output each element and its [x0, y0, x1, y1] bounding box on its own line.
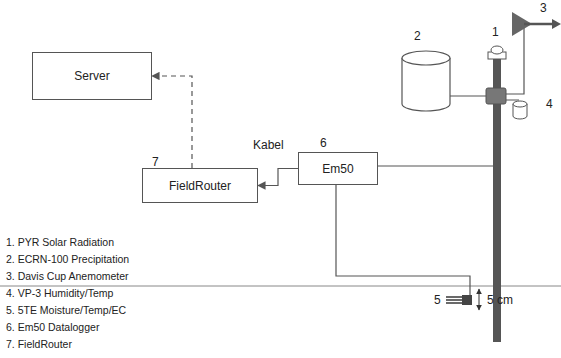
mount-arm [450, 95, 486, 96]
box-text: FieldRouter [169, 179, 231, 193]
component-box: Server [32, 52, 152, 100]
legend-text: 5. 5TE Moisture/Temp/EC [6, 305, 126, 316]
mount-block [486, 88, 506, 104]
legend-text: 7. FieldRouter [6, 339, 72, 350]
sensor-cable [378, 165, 493, 166]
callout-number: 5 [434, 294, 441, 306]
legend-text: 2. ECRN-100 Precipitation [6, 254, 129, 265]
callout-number: 6 [320, 137, 327, 149]
ground-line [0, 286, 561, 287]
callout-number: 7 [152, 156, 159, 168]
edge-label: Kabel [252, 139, 285, 151]
pyranometer [488, 46, 506, 59]
rain-gauge [402, 51, 450, 111]
legend-text: 6. Em50 Datalogger [6, 322, 99, 333]
component-box: FieldRouter [142, 168, 258, 203]
legend-text: 3. Davis Cup Anemometer [6, 271, 129, 282]
callout-number: 3 [540, 2, 547, 14]
box-text: Server [74, 69, 109, 83]
sensor-cable [336, 185, 470, 296]
wireless-link [152, 76, 192, 168]
humidity-sensor [506, 100, 527, 119]
soil-sensor [446, 295, 472, 305]
box-text: Em50 [322, 162, 353, 176]
callout-number: 4 [546, 98, 553, 110]
anemometer [506, 12, 561, 94]
legend-text: 4. VP-3 Humidity/Temp [6, 288, 113, 299]
dimension-arrow [479, 289, 480, 310]
legend-text: 1. PYR Solar Radiation [6, 237, 114, 248]
cable-connector [258, 169, 298, 186]
callout-number: 2 [414, 30, 421, 42]
component-box: Em50 [298, 152, 378, 185]
dimension-label: 5 cm [487, 294, 513, 306]
callout-number: 1 [492, 26, 499, 38]
